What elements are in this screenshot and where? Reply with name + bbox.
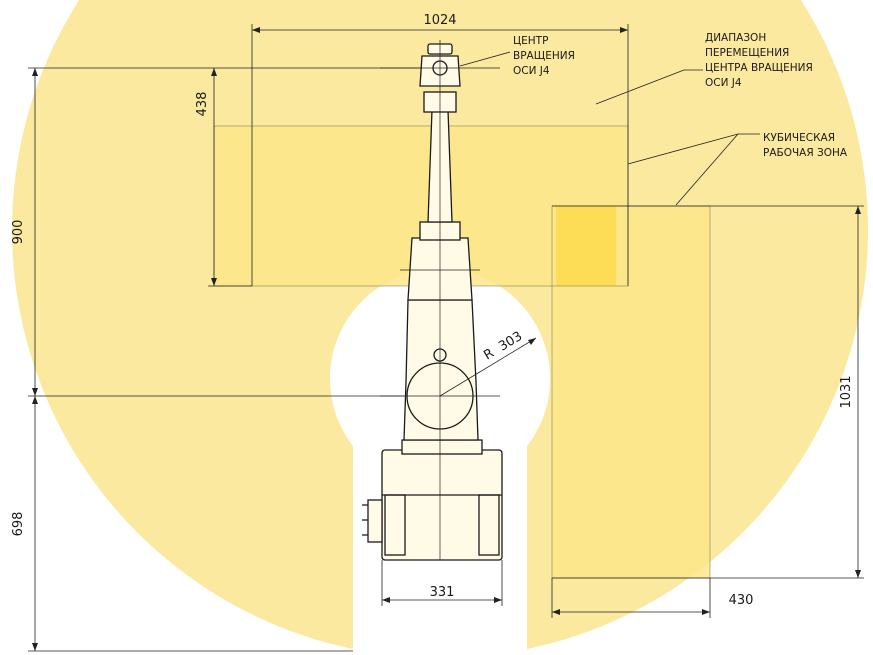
dim-left-lower-label: 698 — [11, 512, 26, 537]
robot-drawing — [362, 40, 503, 561]
label-cube-zone: КУБИЧЕСКАЯ РАБОЧАЯ ЗОНА — [627, 132, 848, 206]
cube-zone-overlap — [556, 206, 616, 286]
dim-left-upper-label: 900 — [11, 220, 26, 245]
label-cube-zone-line2: РАБОЧАЯ ЗОНА — [763, 147, 848, 159]
dimension-left-lower: 698 — [11, 395, 440, 652]
dim-top-width-label: 1024 — [423, 13, 456, 28]
label-cube-zone-line1: КУБИЧЕСКАЯ — [763, 132, 835, 144]
dimension-right-offset: 430 — [551, 578, 754, 618]
dimension-head-height: 438 — [195, 68, 252, 287]
dimension-left-upper: 900 — [11, 67, 440, 396]
label-center-j4-line1: ЦЕНТР — [513, 35, 548, 47]
label-center-j4-line2: ВРАЩЕНИЯ — [513, 50, 575, 62]
label-center-j4: ЦЕНТР ВРАЩЕНИЯ ОСИ J4 — [459, 35, 575, 77]
dim-base-width-label: 331 — [430, 585, 455, 600]
label-range-j4-line2: ПЕРЕМЕЩЕНИЯ — [705, 47, 789, 59]
label-range-j4-line1: ДИАПАЗОН — [705, 32, 766, 44]
label-range-j4: ДИАПАЗОН ПЕРЕМЕЩЕНИЯ ЦЕНТРА ВРАЩЕНИЯ ОСИ… — [595, 32, 813, 105]
dim-right-height-label: 1031 — [839, 375, 854, 408]
dim-right-offset-label: 430 — [729, 593, 754, 608]
label-range-j4-line4: ОСИ J4 — [705, 77, 742, 89]
dimension-base-width: 331 — [381, 560, 503, 606]
label-center-j4-line3: ОСИ J4 — [513, 65, 550, 77]
dimension-right-height: 1031 — [552, 205, 864, 579]
label-range-j4-line3: ЦЕНТРА ВРАЩЕНИЯ — [705, 62, 813, 74]
dim-head-height-label: 438 — [195, 92, 210, 117]
